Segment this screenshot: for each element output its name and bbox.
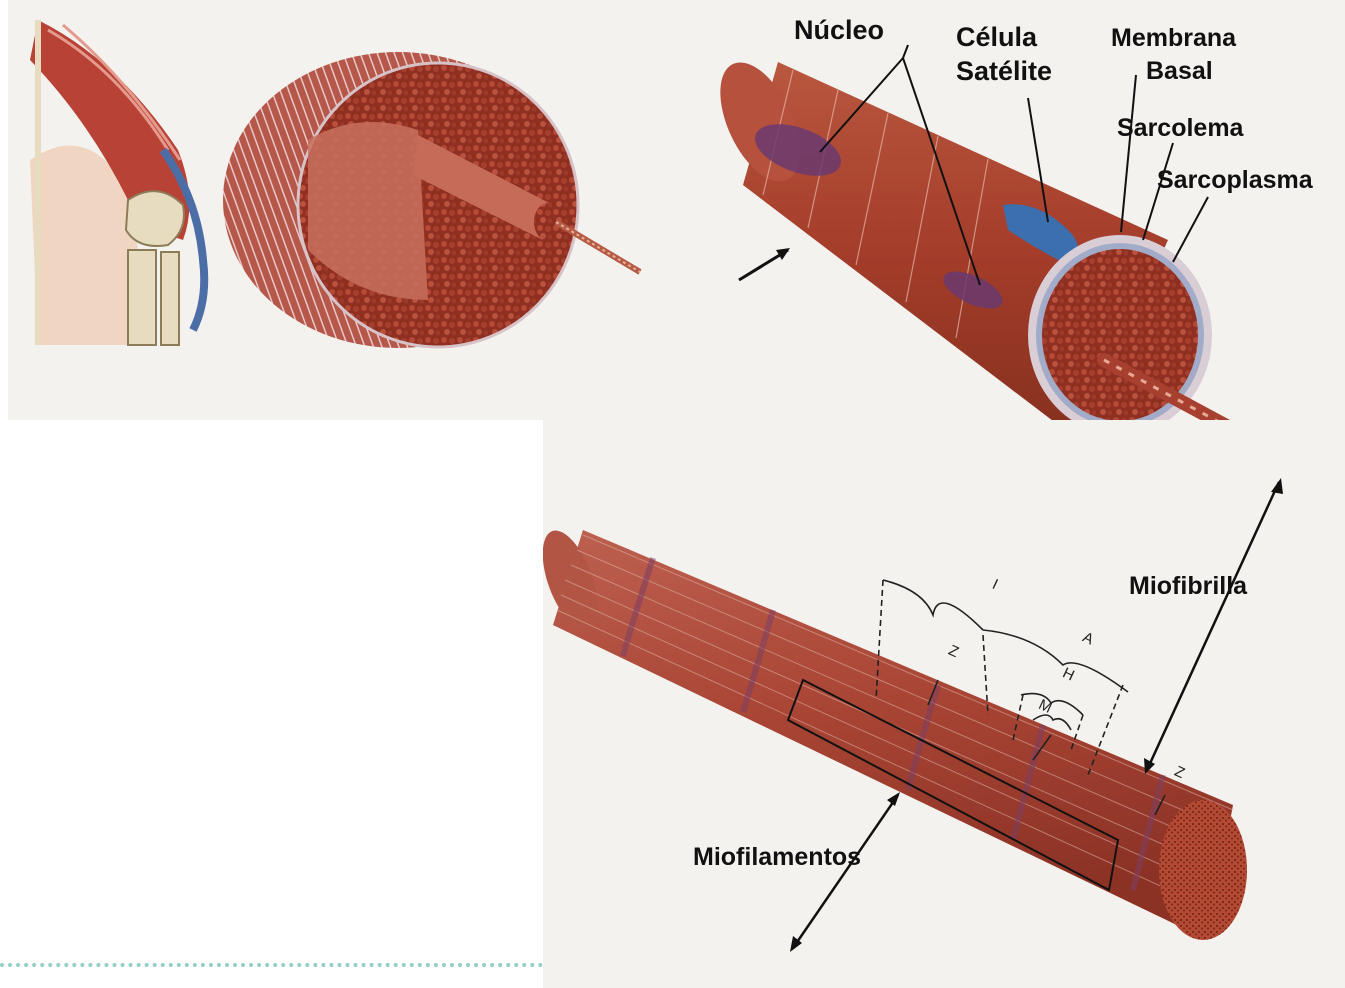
myofibril-end-section xyxy=(1159,800,1247,940)
fiber-arrow xyxy=(739,248,790,280)
label-miofibrilla: Miofibrilla xyxy=(1129,573,1247,601)
label-sarcolema: Sarcolema xyxy=(1117,115,1243,143)
label-sarcoplasma: Sarcoplasma xyxy=(1157,167,1313,195)
dotted-divider xyxy=(0,963,543,967)
label-miofilamentos: Miofilamentos xyxy=(693,844,861,872)
label-celula: Célula xyxy=(956,23,1037,53)
miofilamentos-arrow xyxy=(790,792,900,952)
muscle-fiber xyxy=(704,50,1308,420)
myofibril-arrow xyxy=(1144,478,1283,774)
muscle-bundle-cross-section xyxy=(223,52,640,348)
myofibril-illustration xyxy=(543,420,1345,988)
leg-knee-illustration xyxy=(30,20,204,345)
label-satelite: Satélite xyxy=(956,57,1052,87)
muscle-hierarchy-illustration xyxy=(8,0,1345,420)
top-illustration-panel: Núcleo Célula Satélite Membrana Basal Sa… xyxy=(8,0,1345,420)
label-membrana: Membrana xyxy=(1111,25,1236,53)
bottom-illustration-panel: I A H M Z Z Miofibrilla Miofilamentos xyxy=(543,420,1345,988)
label-nucleo: Núcleo xyxy=(794,16,884,46)
label-basal: Basal xyxy=(1146,58,1213,86)
